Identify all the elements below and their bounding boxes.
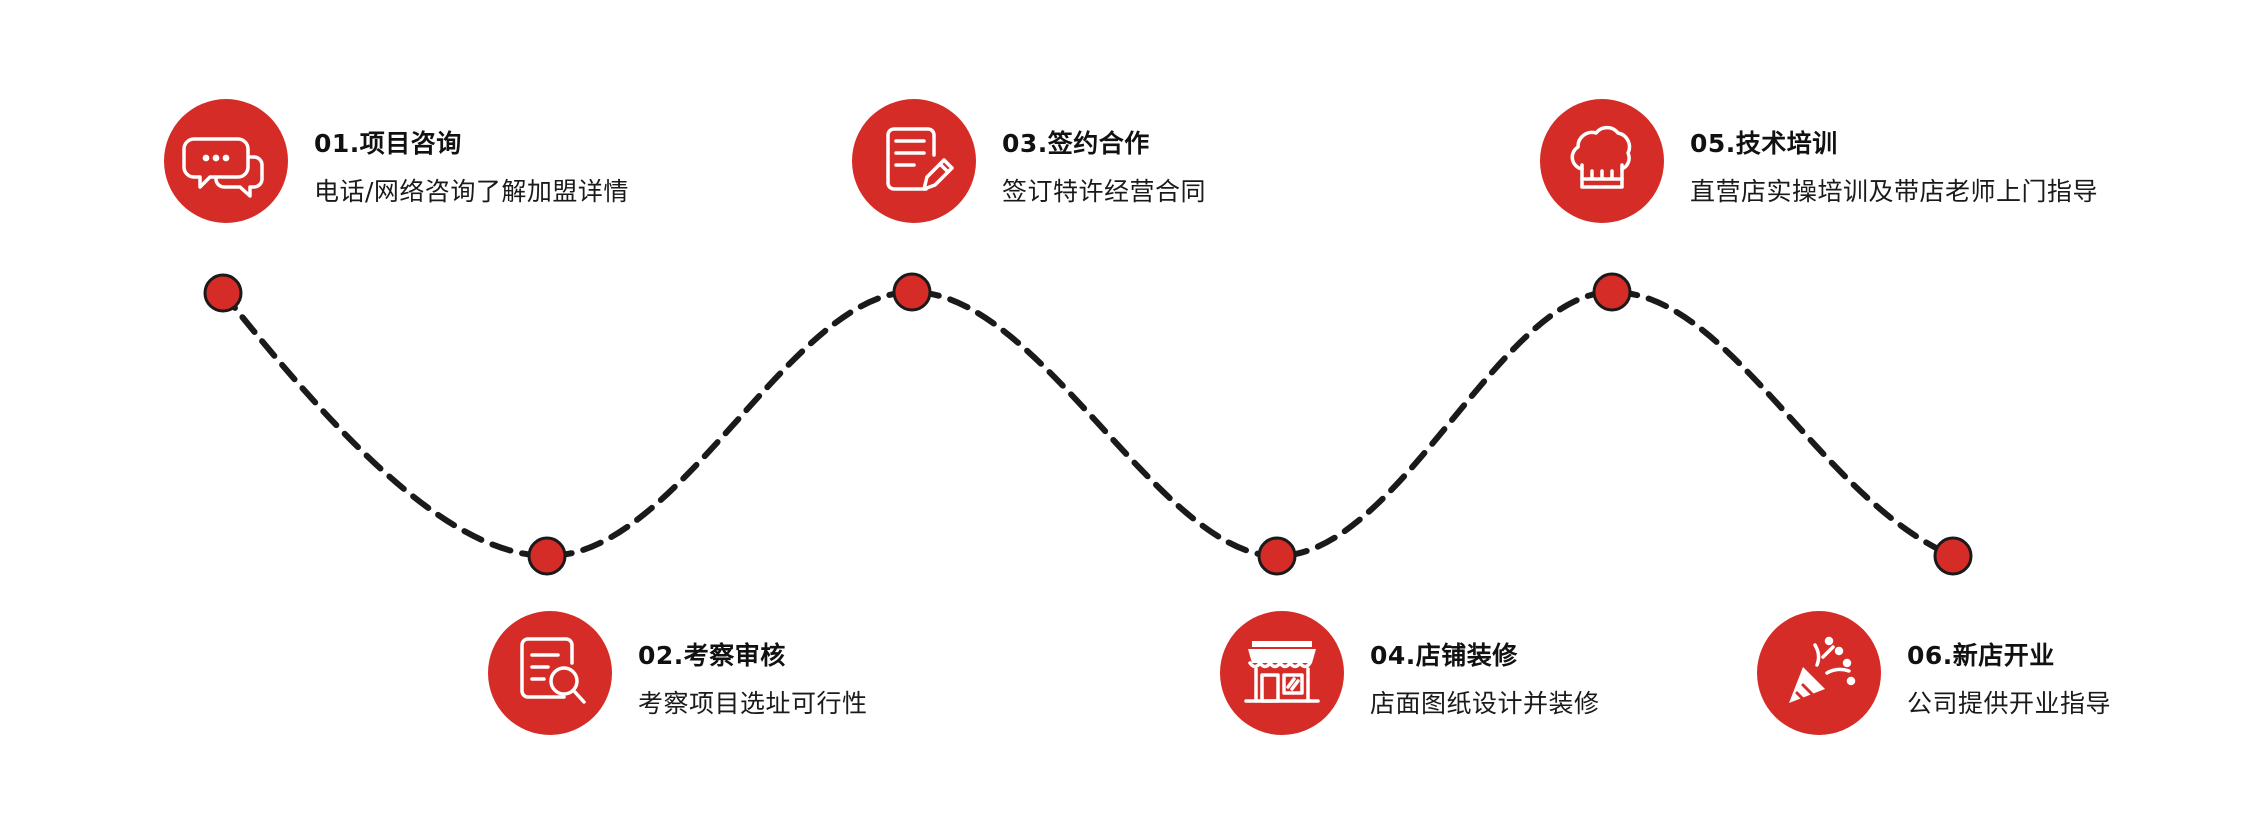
step-06-badge [1757, 611, 1881, 735]
step-04-title: 04.店铺装修 [1370, 641, 1518, 670]
chef-hat-icon [1570, 125, 1632, 189]
step-02-badge [488, 611, 612, 735]
node-02 [527, 536, 567, 576]
step-05-title: 05.技术培训 [1690, 129, 1838, 158]
step-01-badge [164, 99, 288, 223]
step-02-title: 02.考察审核 [638, 641, 786, 670]
node-03 [892, 272, 932, 312]
step-03-title: 03.签约合作 [1002, 129, 1150, 158]
step-06-desc: 公司提供开业指导 [1907, 689, 2112, 718]
document-search-icon [520, 637, 586, 704]
node-06 [1933, 536, 1973, 576]
node-05 [1592, 272, 1632, 312]
step-04-badge [1220, 611, 1344, 735]
chat-bubbles-icon [182, 137, 264, 198]
storefront-icon [1244, 641, 1320, 703]
step-01-desc: 电话/网络咨询了解加盟详情 [314, 177, 629, 206]
step-05-badge [1540, 99, 1664, 223]
step-01-title: 01.项目咨询 [314, 129, 462, 158]
node-01 [203, 273, 243, 313]
step-06-title: 06.新店开业 [1907, 641, 2055, 670]
node-04 [1257, 536, 1297, 576]
party-popper-icon [1789, 636, 1856, 703]
contract-pen-icon [886, 127, 954, 191]
step-05-desc: 直营店实操培训及带店老师上门指导 [1690, 177, 2099, 206]
step-03-desc: 签订特许经营合同 [1002, 177, 1207, 206]
step-02-desc: 考察项目选址可行性 [638, 689, 868, 718]
step-03-badge [852, 99, 976, 223]
step-04-desc: 店面图纸设计并装修 [1370, 689, 1600, 718]
dashed-path [220, 288, 1956, 560]
